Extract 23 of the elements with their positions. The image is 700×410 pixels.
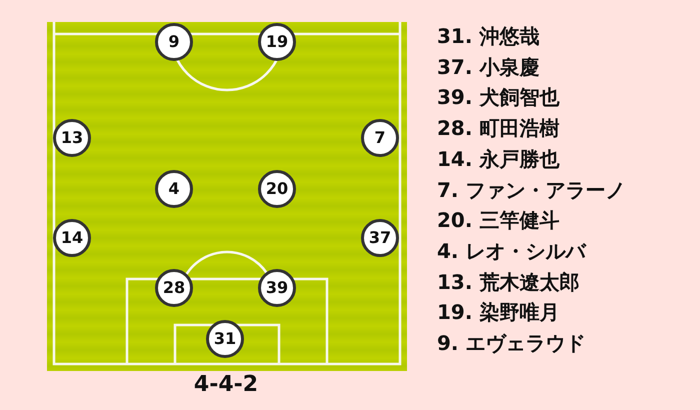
player-number: 14 bbox=[60, 229, 84, 247]
player-name: 9. エヴェラウド bbox=[437, 331, 586, 355]
player-number: 4 bbox=[168, 180, 180, 198]
player-name: 14. 永戸勝也 bbox=[437, 146, 560, 171]
player-name: 20. 三竿健斗 bbox=[437, 208, 560, 232]
player-number: 20 bbox=[266, 180, 288, 198]
player-name: 31. 沖悠哉 bbox=[437, 24, 540, 48]
player-name: 19. 染野唯月 bbox=[437, 300, 560, 324]
player-number: 13 bbox=[60, 129, 84, 147]
player-number: 37 bbox=[368, 229, 392, 247]
player-name: 13. 荒木遼太郎 bbox=[437, 270, 580, 294]
player-number: 28 bbox=[162, 279, 186, 297]
player-name: 39. 犬飼智也 bbox=[437, 85, 560, 110]
player-name: 28. 町田浩樹 bbox=[437, 116, 560, 140]
player-name: 37. 小泉慶 bbox=[437, 54, 540, 79]
player-number: 39 bbox=[266, 279, 288, 297]
player-number: 19 bbox=[266, 33, 288, 51]
player-name: 7. ファン・アラーノ bbox=[437, 178, 626, 202]
player-name: 4. レオ・シルバ bbox=[437, 238, 586, 263]
formation-label: 4-4-2 bbox=[194, 372, 258, 398]
player-number: 7 bbox=[374, 129, 386, 147]
player-number: 9 bbox=[168, 33, 180, 51]
player-number: 31 bbox=[214, 330, 236, 348]
